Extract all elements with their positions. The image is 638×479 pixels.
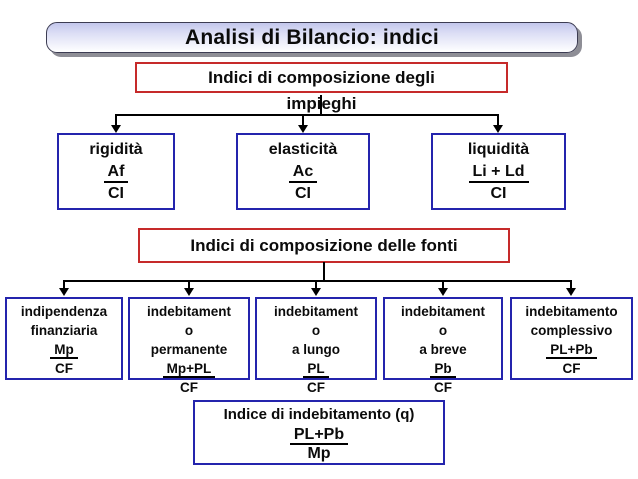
slide-title: Analisi di Bilancio: indici (46, 22, 578, 53)
connector-leg-4 (63, 280, 65, 289)
box-label: liquidità (467, 141, 530, 158)
box-indebitamento-complessivo: indebitamento complessivo PL+Pb CF (510, 297, 633, 380)
box-label: Indice di indebitamento (q) (223, 406, 415, 423)
fraction-numerator: Mp (7, 340, 121, 360)
box-indipendenza-finanziaria: indipendenza finanziaria Mp CF (5, 297, 123, 380)
fraction-numerator: Pb (385, 359, 501, 379)
box-label: indebitament o permanente (146, 304, 231, 357)
fraction-numerator: Mp+PL (130, 359, 248, 379)
box-label: elasticità (268, 141, 338, 158)
arrowhead-icon (298, 125, 308, 133)
connector-leg-7 (442, 280, 444, 289)
fraction-denominator: Mp (307, 445, 331, 462)
fraction-numerator: Li + Ld (433, 161, 564, 183)
box-label: rigidità (89, 141, 143, 158)
fraction-numerator: Ac (238, 161, 368, 183)
connector-leg-8 (570, 280, 572, 289)
box-indebitamento-a-lungo: indebitament o a lungo PL CF (255, 297, 377, 395)
fraction-numerator: PL+Pb (512, 340, 631, 360)
impieghi-header-text: Indici di composizione degli (208, 67, 435, 87)
box-label: indipendenza finanziaria (20, 304, 108, 338)
fonti-header-text: Indici di composizione delle fonti (190, 235, 458, 255)
arrowhead-icon (59, 288, 69, 296)
fraction-denominator: CF (562, 361, 581, 376)
fraction-denominator: CI (295, 185, 311, 202)
connector-leg-6 (315, 280, 317, 289)
connector-leg-5 (188, 280, 190, 289)
slide-title-text: Analisi di Bilancio: indici (185, 25, 439, 49)
connector-stub-impieghi (320, 95, 322, 115)
fraction-numerator: PL+Pb (195, 425, 443, 446)
box-elasticita: elasticità Ac CI (236, 133, 370, 210)
fraction-denominator: CF (307, 380, 325, 395)
connector-leg-2 (302, 114, 304, 126)
arrowhead-icon (566, 288, 576, 296)
arrowhead-icon (111, 125, 121, 133)
box-label: indebitamento complessivo (525, 304, 618, 338)
fraction-numerator: PL (257, 359, 375, 379)
connector-stub-fonti (323, 262, 325, 281)
fraction-denominator: CI (490, 185, 507, 202)
fraction-denominator: CF (434, 380, 452, 395)
fraction-numerator: Af (59, 161, 173, 183)
arrowhead-icon (493, 125, 503, 133)
connector-hline-fonti (63, 280, 572, 282)
box-indebitamento-a-breve: indebitament o a breve Pb CF (383, 297, 503, 395)
box-rigidita: rigidità Af CI (57, 133, 175, 210)
connector-leg-3 (497, 114, 499, 126)
arrowhead-icon (438, 288, 448, 296)
fraction-denominator: CI (108, 185, 124, 202)
connector-leg-1 (115, 114, 117, 126)
arrowhead-icon (184, 288, 194, 296)
box-liquidita: liquidità Li + Ld CI (431, 133, 566, 210)
fraction-denominator: CF (180, 380, 198, 395)
box-label: indebitament o a lungo (273, 304, 358, 357)
fonti-header-box: Indici di composizione delle fonti (138, 228, 510, 263)
fraction-denominator: CF (55, 361, 73, 376)
box-indice-indebitamento-q: Indice di indebitamento (q) PL+Pb Mp (193, 400, 445, 465)
connector-hline-impieghi (115, 114, 499, 116)
impieghi-header-box: Indici di composizione degli (135, 62, 508, 93)
box-label: indebitament o a breve (400, 304, 485, 357)
arrowhead-icon (311, 288, 321, 296)
box-indebitamento-permanente: indebitament o permanente Mp+PL CF (128, 297, 250, 395)
